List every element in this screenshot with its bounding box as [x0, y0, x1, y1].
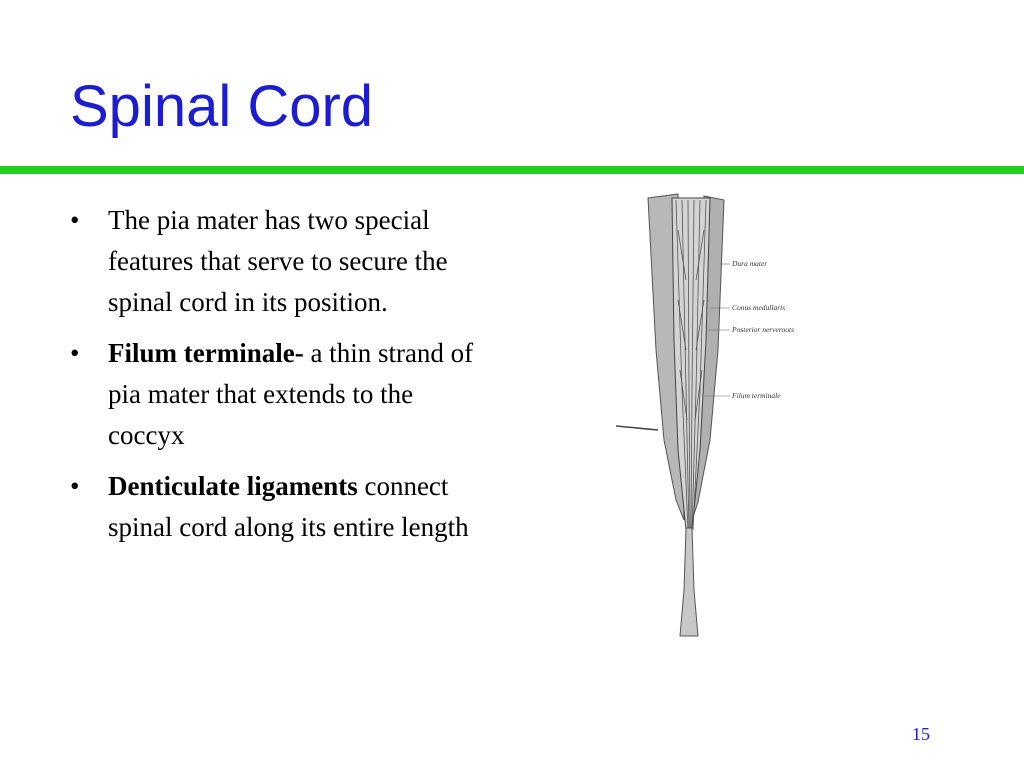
bullet-item: • Filum terminale- a thin strand of pia … [70, 333, 490, 456]
bullet-marker: • [70, 471, 80, 501]
bullet-marker: • [70, 205, 80, 235]
page-number: 15 [912, 724, 930, 744]
label-posterior-nerveroots: Posterior nerveroots [731, 325, 794, 334]
bullet-list: • The pia mater has two special features… [70, 200, 490, 558]
label-conus-medullaris: Conus medullaris [732, 303, 785, 312]
label-filum-terminale: Filum terminale [731, 391, 781, 400]
bullet-item: • The pia mater has two special features… [70, 200, 490, 323]
bullet-text: a thin strand of pia mater that extends … [108, 338, 474, 450]
bullet-bold-text: Filum terminale- [108, 338, 304, 368]
bullet-bold-text: Denticulate ligaments [108, 471, 358, 501]
nerve-root-strands [675, 199, 707, 531]
label-leader-lines [704, 263, 730, 397]
bullet-marker: • [70, 338, 80, 368]
slide-title: Spinal Cord [70, 74, 374, 139]
bullet-text: The pia mater has two special features t… [108, 205, 448, 317]
label-dura-mater: Dura mater [731, 259, 767, 268]
filum-terminale [679, 527, 699, 637]
retractor-pin [615, 425, 659, 431]
bullet-item: • Denticulate ligaments connect spinal c… [70, 466, 490, 548]
title-divider [0, 166, 1024, 174]
spinal-cord-illustration: Dura mater Conus medullaris Posterior ne… [615, 193, 794, 637]
bullet-text: connect spinal cord along its entire len… [108, 471, 469, 542]
